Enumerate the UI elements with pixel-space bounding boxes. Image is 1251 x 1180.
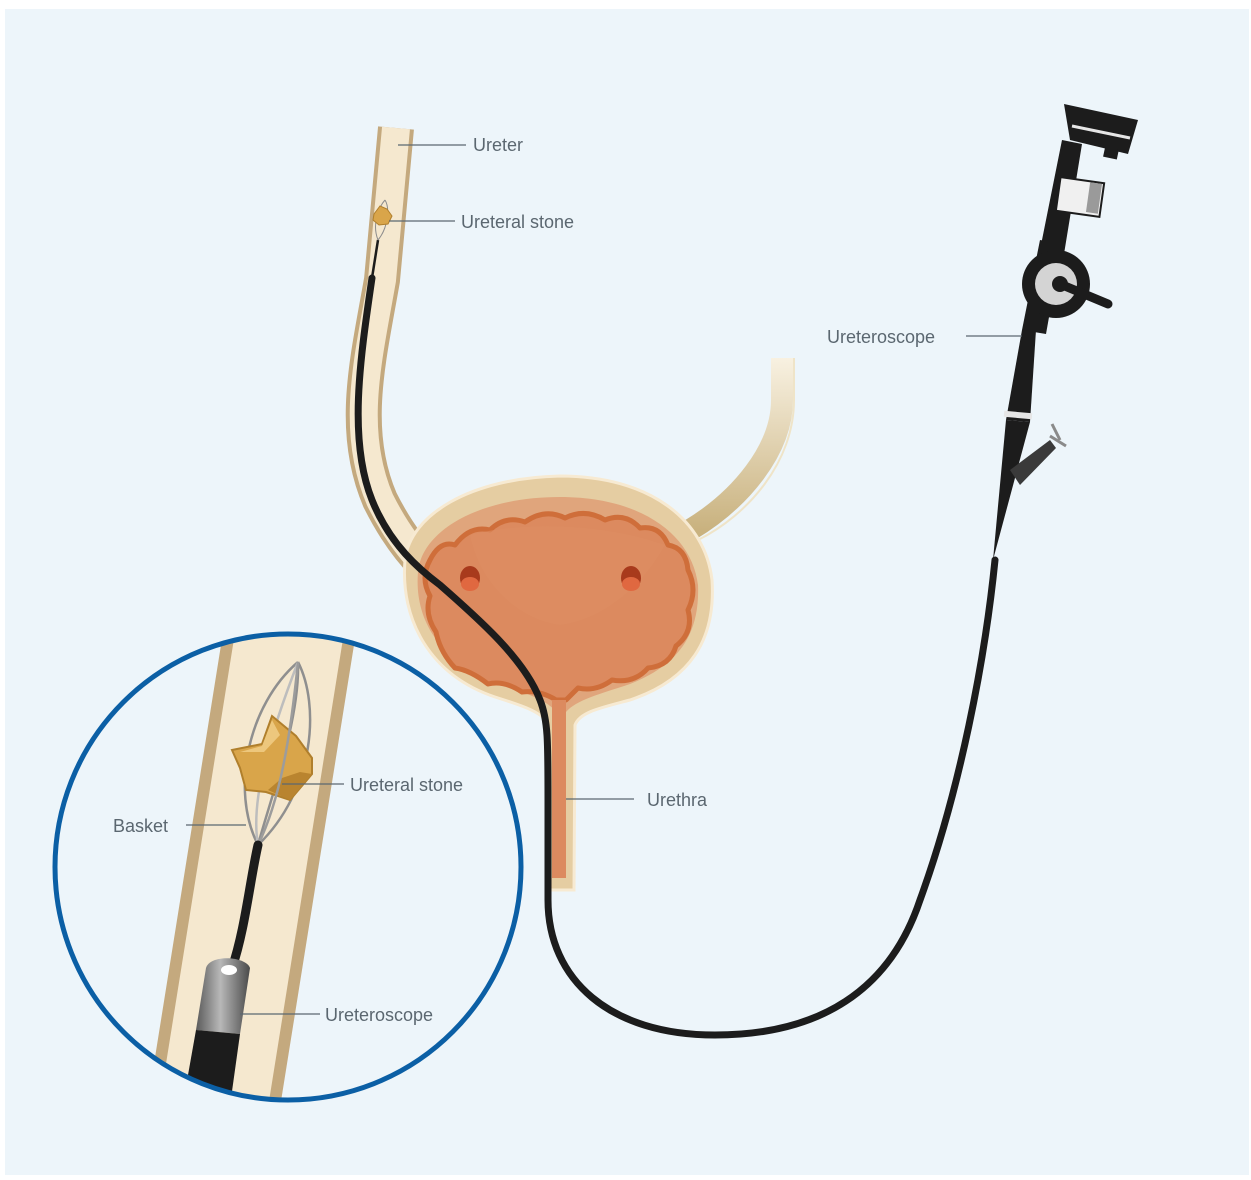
urethra-lumen [552, 700, 566, 878]
urethra-label: Urethra [647, 790, 708, 810]
right-ureteral-orifice-shadow [622, 577, 640, 591]
ureteroscope-tip-lens [221, 965, 237, 975]
inset-ureteral-stone-label: Ureteral stone [350, 775, 463, 795]
inset-ureteroscope-label: Ureteroscope [325, 1005, 433, 1025]
left-ureteral-orifice-shadow [461, 577, 479, 591]
ureter-label: Ureter [473, 135, 523, 155]
ureteral-stone-label: Ureteral stone [461, 212, 574, 232]
ureteroscope-label: Ureteroscope [827, 327, 935, 347]
inset-basket-label: Basket [113, 816, 168, 836]
